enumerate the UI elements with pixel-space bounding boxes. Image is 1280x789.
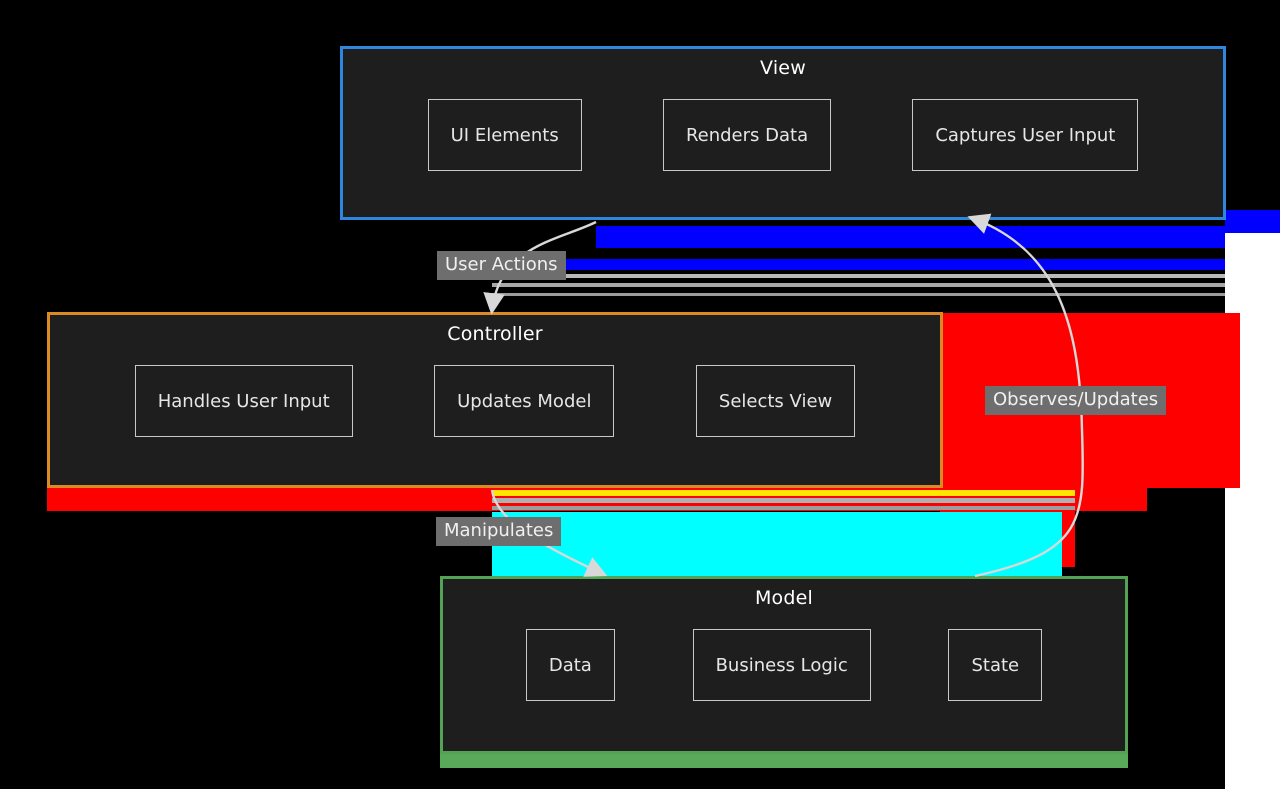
- render-artifact-grey-band: [556, 274, 1225, 278]
- model-item-data[interactable]: Data: [525, 629, 615, 701]
- render-artifact-green-band: [440, 752, 1128, 768]
- panel-view-items: UI Elements Renders Data Captures User I…: [343, 99, 1223, 171]
- controller-item-updates-model[interactable]: Updates Model: [434, 365, 615, 437]
- panel-model-items: Data Business Logic State: [443, 629, 1125, 701]
- edge-label-user-actions: User Actions: [437, 251, 566, 280]
- controller-item-selects-view[interactable]: Selects View: [695, 365, 856, 437]
- render-artifact-grey-band: [492, 498, 1075, 503]
- view-item-captures-user-input[interactable]: Captures User Input: [912, 99, 1139, 171]
- render-artifact-blue-band: [596, 226, 1225, 248]
- edge-label-observes-updates: Observes/Updates: [985, 386, 1167, 415]
- render-artifact-yellow-band: [492, 490, 1075, 496]
- render-artifact-grey-band: [492, 506, 1075, 510]
- panel-controller-title: Controller: [447, 323, 543, 345]
- panel-model[interactable]: Model Data Business Logic State: [440, 576, 1128, 754]
- render-artifact-cyan-band: [492, 512, 1062, 582]
- panel-view-title: View: [760, 57, 806, 79]
- render-artifact-blue-band: [556, 259, 1225, 270]
- model-item-state[interactable]: State: [948, 629, 1043, 701]
- view-item-ui-elements[interactable]: UI Elements: [427, 99, 582, 171]
- model-item-business-logic[interactable]: Business Logic: [692, 629, 871, 701]
- render-artifact-grey-band: [492, 283, 1225, 287]
- controller-item-handles-user-input[interactable]: Handles User Input: [134, 365, 353, 437]
- panel-controller-items: Handles User Input Updates Model Selects…: [50, 365, 940, 437]
- render-artifact-grey-band: [492, 293, 1225, 296]
- edge-label-manipulates: Manipulates: [436, 517, 562, 546]
- view-item-renders-data[interactable]: Renders Data: [662, 99, 832, 171]
- panel-model-title: Model: [754, 587, 814, 609]
- panel-view[interactable]: View UI Elements Renders Data Captures U…: [340, 46, 1226, 220]
- panel-controller[interactable]: Controller Handles User Input Updates Mo…: [47, 312, 943, 488]
- render-artifact-blue-band: [1225, 210, 1280, 233]
